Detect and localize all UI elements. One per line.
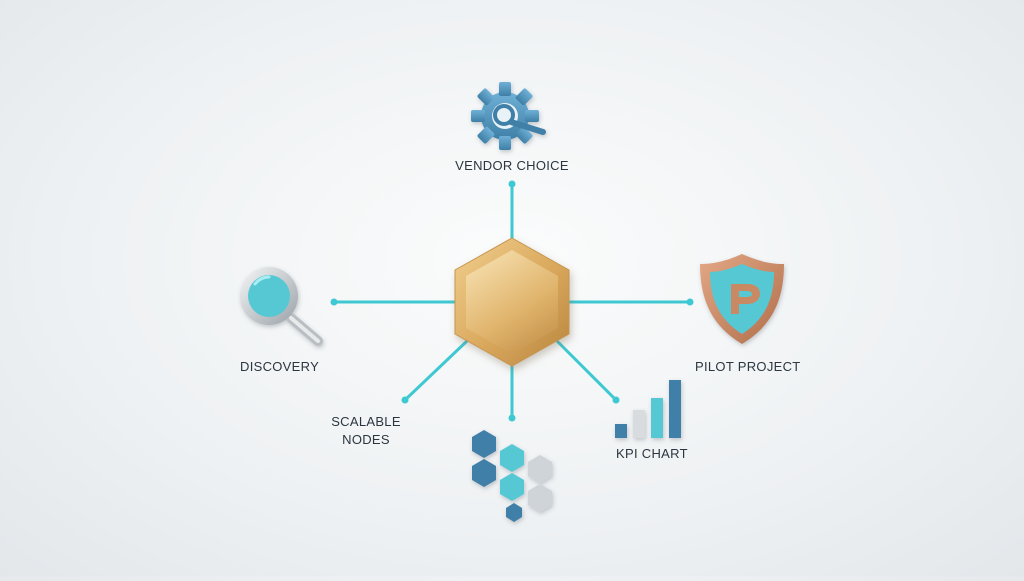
label-scalable-nodes: SCALABLE NODES	[331, 414, 401, 447]
connector-dot-scalable-nodes	[401, 396, 409, 404]
kpi-bar-3	[651, 398, 663, 438]
label-discovery: DISCOVERY	[240, 359, 320, 374]
connector-scalable-nodes	[403, 339, 469, 402]
connector-dot-kpi-chart	[612, 396, 620, 404]
shield-p-icon	[700, 254, 784, 344]
connector-dot-pilot-project	[686, 298, 694, 306]
connector-dot-vendor-choice	[508, 180, 516, 188]
bar-chart-icon	[615, 380, 681, 438]
connector-kpi-chart	[555, 339, 618, 402]
label-vendor-choice: VENDOR CHOICE	[455, 158, 569, 173]
connector-dot-discovery	[330, 298, 338, 306]
gear-magnifier-icon	[471, 82, 546, 150]
connectors	[330, 180, 694, 422]
hexagon-cluster-icon	[472, 430, 552, 522]
kpi-bar-2	[633, 410, 645, 438]
connector-dot-hex-cluster	[508, 414, 516, 422]
magnifying-glass-icon	[240, 267, 323, 346]
kpi-bar-4	[669, 380, 681, 438]
central-hexagon	[454, 237, 570, 367]
label-pilot-project: PILOT PROJECT	[695, 359, 801, 374]
kpi-bar-1	[615, 424, 627, 438]
label-kpi-chart: KPI CHART	[616, 446, 688, 461]
